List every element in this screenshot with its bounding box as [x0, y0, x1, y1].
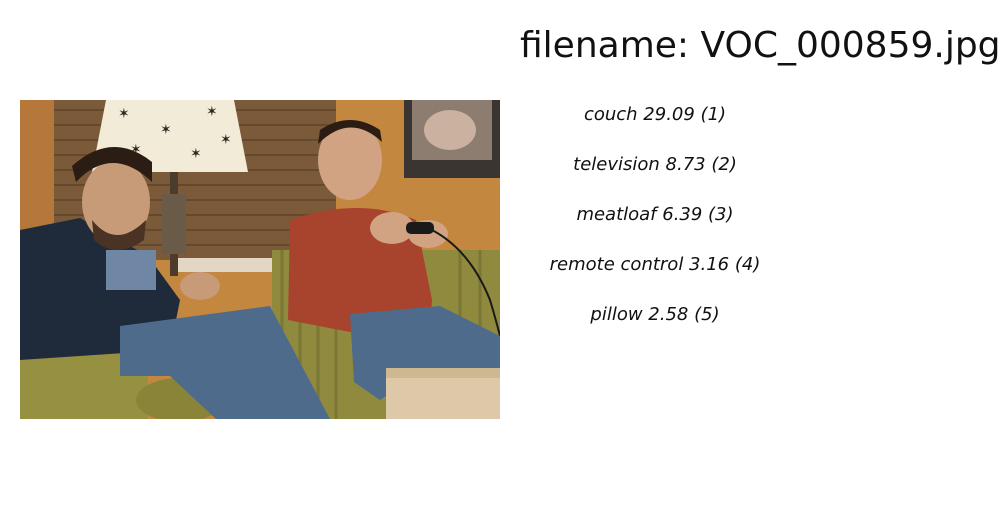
svg-text:✶: ✶ [130, 142, 142, 158]
svg-text:✶: ✶ [206, 104, 218, 120]
svg-text:✶: ✶ [220, 132, 232, 148]
svg-text:✶: ✶ [160, 122, 172, 138]
prediction-item: remote control 3.16 (4) [549, 254, 761, 275]
prediction-list: couch 29.09 (1) television 8.73 (2) meat… [500, 100, 810, 350]
prediction-item: pillow 2.58 (5) [590, 304, 720, 325]
svg-text:✶: ✶ [190, 146, 202, 162]
prediction-item: television 8.73 (2) [573, 154, 737, 175]
scene-photo: ✶ ✶ ✶ ✶ ✶ ✶ [20, 100, 500, 419]
prediction-item: couch 29.09 (1) [583, 104, 727, 125]
prediction-item: meatloaf 6.39 (3) [576, 204, 734, 225]
svg-text:✶: ✶ [118, 106, 130, 122]
filename-title: filename: VOC_000859.jpg [520, 25, 1000, 66]
